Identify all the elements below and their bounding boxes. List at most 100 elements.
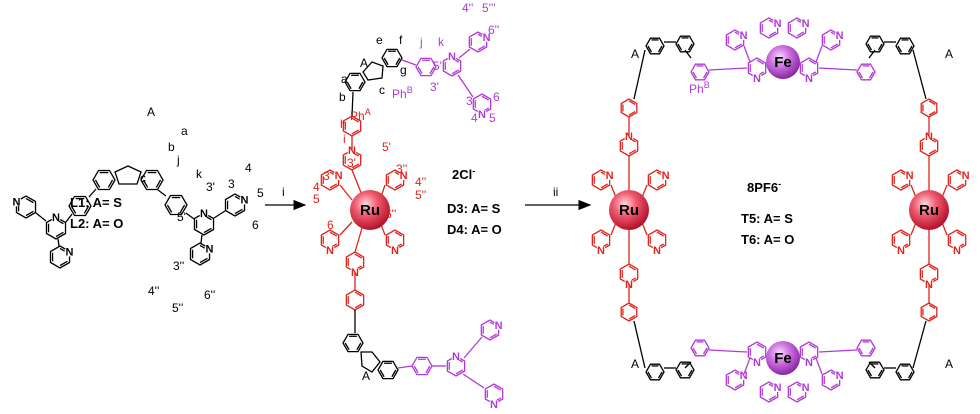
dimer-phenylene-ph-a-double-bond	[351, 129, 360, 135]
dimer-h-e: e	[376, 33, 383, 47]
tetramer-pyridine-left-top-nitrogen: N	[906, 170, 914, 182]
tetramer-fe-pyridine-b-nitrogen-bg	[772, 18, 783, 28]
ligand-h-c: c	[140, 171, 146, 185]
tetramer-fluorene-ring-b	[865, 361, 885, 379]
ligand-pyridine-left-double-bond	[25, 210, 34, 217]
ru-ball-right	[909, 190, 949, 230]
tetramer-atom-a-br: A	[945, 357, 953, 371]
dimer-atom-a-bottom: A	[362, 369, 370, 383]
tetramer-pyridine-right-bottom-double-bond	[656, 231, 665, 237]
ligand-pyridine-left-nitrogen: N	[12, 197, 20, 209]
ligand-name-2: L2: A= O	[70, 216, 123, 231]
tetramer-fe-pyridine-b-nitrogen-bg	[772, 382, 783, 392]
dimer-n3p: 3'	[347, 156, 356, 170]
dimer-fluorene-top-right	[381, 48, 403, 68]
dimer-p5: 5	[489, 111, 496, 125]
tetramer-fe-phenylene-left-double-bond	[702, 347, 708, 355]
tetramer-fe-central-pyridine-right-nitrogen-bg	[804, 357, 814, 367]
dimer-fluorene-bottom-left-double-bond	[356, 342, 362, 351]
dimer-phenylene-purple-top	[415, 57, 437, 77]
dimer-fluorene-top-right-double-bond	[395, 57, 401, 66]
ligand-central-pyridine-2	[193, 212, 215, 236]
ligand-terminal-pyridine-1-nitrogen-bg	[239, 194, 250, 205]
ligand-central-pyridine	[45, 216, 67, 240]
tetramer-fe-central-pyridine-right-double-bond	[808, 59, 817, 65]
bond	[708, 67, 748, 71]
tetramer-fe-pyridine-a-nitrogen-bg	[738, 370, 749, 380]
tetramer-fe-pyridine-d-double-bond	[830, 43, 839, 49]
tetramer-pyridine-left-bottom-nitrogen-bg	[896, 245, 906, 255]
fe-ball-top	[766, 45, 800, 79]
dimer-phenylene-purple-bottom	[411, 356, 433, 376]
tetramer-fluorene-ring-b-double-bond	[877, 369, 883, 377]
tetramer-fluorene-ring-a	[895, 37, 915, 55]
tetramer-fluorene-ring-a-double-bond	[647, 45, 653, 53]
dimer-name-2: D4: A= O	[447, 222, 502, 237]
tetramer-fe-pyridine-d-nitrogen: N	[836, 370, 844, 382]
dimer-ph-b: PhB	[392, 85, 413, 101]
dimer-n5pp: 5''	[415, 188, 426, 202]
dimer-pyridine-central-purple-b-double-bond	[455, 369, 464, 375]
ligand-fluorene-ring-right-double-bond	[142, 179, 149, 188]
tetramer-fe-phenylene-left-double-bond	[692, 347, 698, 355]
dimer-pyridine-central-purple-b-nitrogen: N	[452, 351, 460, 363]
dimer-name-1: D3: A= S	[447, 201, 501, 216]
dimer-pyridine-purple-bottom-double-bond	[481, 95, 490, 101]
tetramer-fe-central-pyridine-right-double-bond	[808, 343, 817, 349]
tetramer-fluorene-ring-a-double-bond	[647, 371, 653, 379]
dimer-pyridine-purple-bottom-nitrogen-bg	[477, 109, 487, 119]
tetramer-fe-pyridine-d-nitrogen-bg	[834, 370, 845, 380]
tetramer-name-1: T5: A= S	[741, 211, 793, 226]
ligand-phenylene-2	[164, 194, 188, 216]
dimer-five-ring-bottom	[360, 351, 381, 373]
bond	[868, 49, 876, 59]
ligand-pyridine-bottom-double-bond	[59, 260, 68, 267]
dimer-pyridine-central-purple-b	[446, 355, 466, 377]
dimer-p4: 4	[471, 111, 478, 125]
dimer-phenylene-purple-top-double-bond	[417, 66, 423, 75]
tetramer-central-pyridine-bottom-double-bond	[628, 265, 637, 271]
dimer-pyridine-purple-b-bottom-nitrogen-bg	[489, 399, 499, 409]
tetramer-fe-pyridine-a-double-bond	[734, 383, 743, 389]
tetramer-fe-pyridine-d-nitrogen: N	[836, 30, 844, 42]
tetramer-fluorene-ring-b-double-bond	[867, 369, 873, 377]
tetramer-fluorene-ring-b	[675, 35, 695, 53]
bond	[633, 49, 646, 100]
bond	[684, 361, 692, 369]
dimer-pyridine-purple-b-top-nitrogen-bg	[493, 320, 504, 330]
tetramer-phenylene-bottom	[920, 302, 938, 322]
dimer-h-h: h	[340, 117, 347, 131]
dimer-phenylene-bottom-double-bond	[354, 291, 363, 297]
tetramer-pyridine-left-top-double-bond	[600, 183, 609, 189]
dimer-phenylene-ph-a-double-bond	[351, 117, 360, 123]
ligand-atom-a: A	[147, 105, 155, 119]
tetramer-phenylene-bottom-double-bond	[628, 314, 636, 320]
ligand-phenylene-double-bond	[70, 205, 77, 214]
dimer-h-a: a	[341, 72, 348, 86]
ligand-phenylene-double-bond	[83, 205, 90, 214]
dimer-pyridine-purple-b-bottom-nitrogen: N	[490, 399, 498, 411]
tetramer-pyridine-left-bottom-nitrogen: N	[597, 245, 605, 257]
dimer-n5p: 5'	[382, 140, 391, 154]
ligand-terminal-pyridine-2-nitrogen-bg	[204, 243, 215, 254]
tetramer-fe-phenylene-left-double-bond	[702, 71, 708, 79]
bond	[743, 45, 751, 63]
ligand-pyridine-left-double-bond	[25, 197, 34, 204]
tetramer-fluorene-ring-a-double-bond	[897, 45, 903, 53]
tetramer-central-pyridine-top-nitrogen: N	[925, 131, 933, 143]
ru-label-dimer: Ru	[360, 202, 380, 219]
tetramer-fe-central-pyridine-right-nitrogen: N	[805, 357, 813, 369]
dimer-fluorene-top-right-double-bond	[383, 57, 389, 66]
dimer-central-pyridine-bottom-double-bond	[354, 253, 363, 259]
tetramer-pyridine-left-bottom-nitrogen: N	[897, 245, 905, 257]
tetramer-fe-central-pyridine-right-nitrogen: N	[805, 73, 813, 85]
dimer-pyridine-purple-b-bottom-double-bond	[493, 385, 502, 391]
tetramer-name-2: T6: A= O	[741, 232, 794, 247]
ligand-h-a: a	[181, 124, 188, 138]
bond	[868, 361, 876, 369]
ligand-name-1: L1: A= S	[70, 195, 122, 210]
tetramer-pyridine-right-top-nitrogen-bg	[660, 170, 671, 180]
tetramer-fe-pyridine-c-double-bond	[796, 31, 805, 37]
tetramer-ph-b: PhB	[689, 80, 710, 96]
